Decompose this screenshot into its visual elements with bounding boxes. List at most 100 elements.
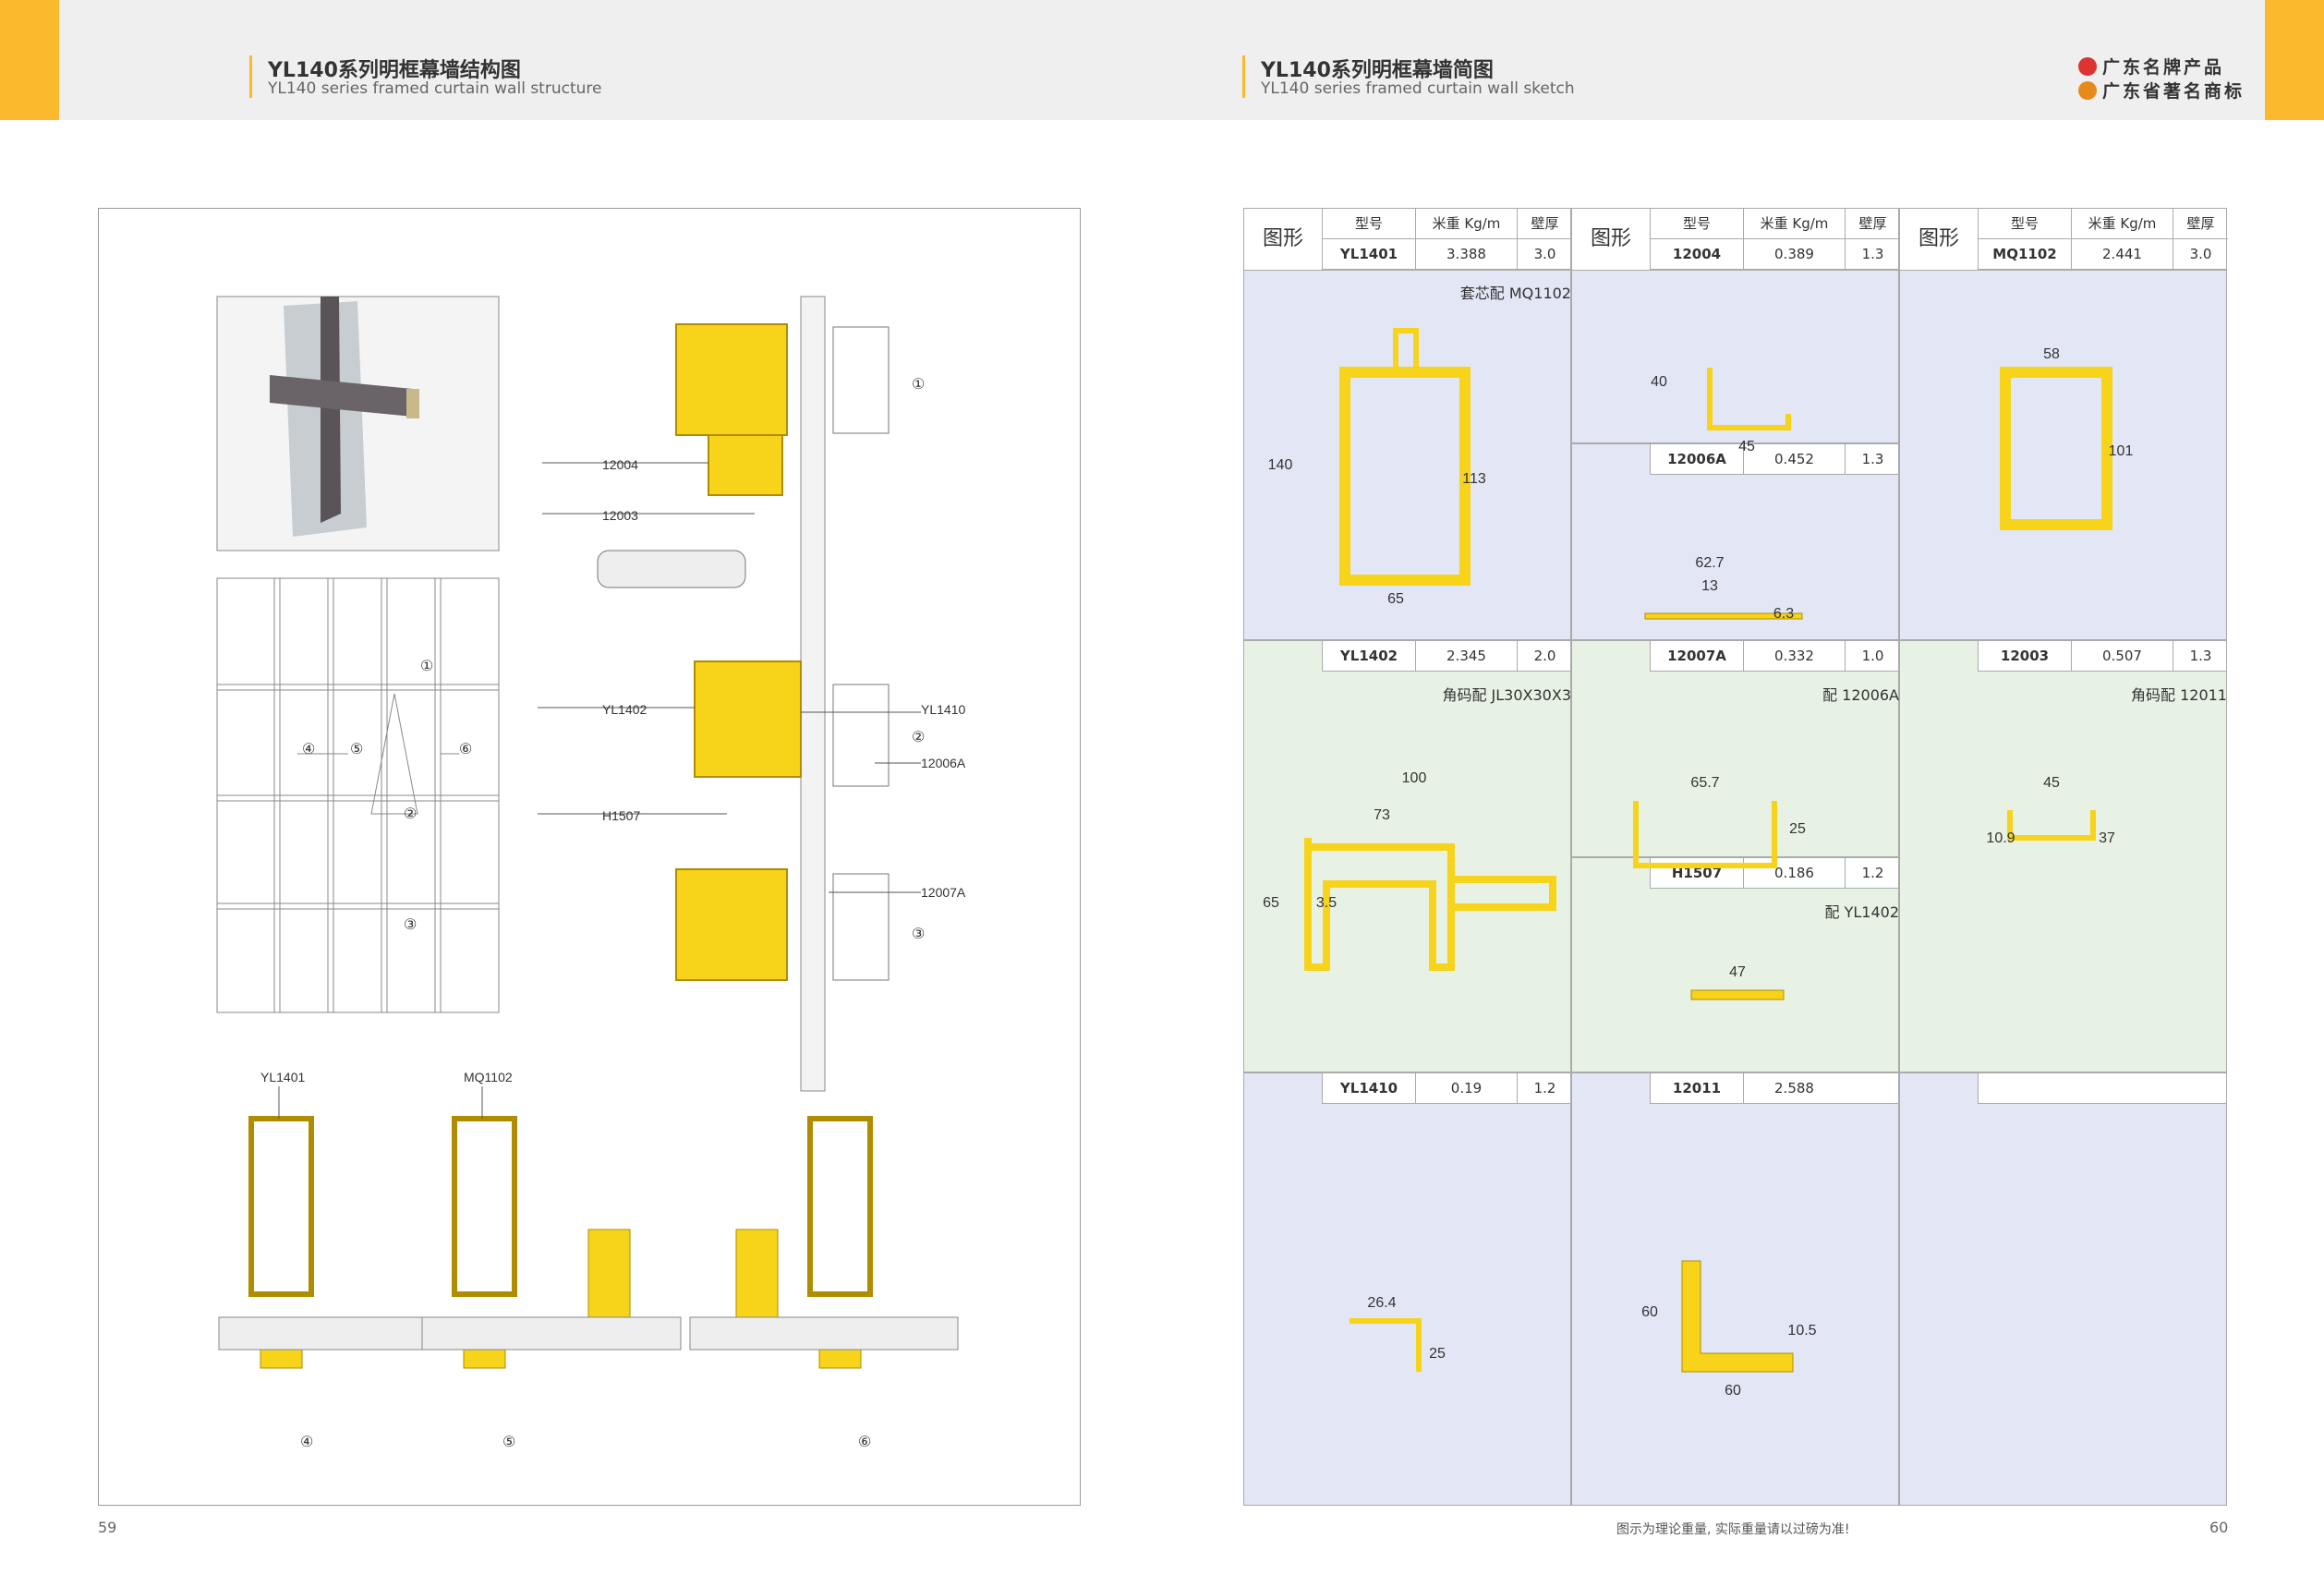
profile-note: 角码配 12011 — [2131, 686, 2227, 704]
figure-header: 图形 — [1244, 209, 1323, 270]
thickness-cell: 3.0 — [1517, 239, 1572, 269]
dimension-label: 37 — [2099, 830, 2115, 846]
figure-header: 图形 — [1900, 209, 1979, 270]
callout-12004: 12004 — [602, 457, 638, 472]
section-mark-4: ④ — [300, 1435, 313, 1450]
profile-spec-row: 12011 2.588 — [1650, 1072, 1899, 1104]
header-labels: 型号 米重 Kg/m 壁厚 — [1323, 209, 1572, 239]
transom-end — [406, 389, 419, 418]
model-cell: 12003 — [2000, 648, 2050, 664]
profile-spec-row: 12004 0.389 1.3 — [1650, 238, 1899, 270]
table-cell — [1899, 1072, 2227, 1506]
dimension-label: 10.9 — [1986, 830, 2015, 846]
model-cell: 12006A — [1667, 451, 1726, 467]
dimension-label: 65 — [1387, 591, 1404, 607]
dimension-label: 58 — [2043, 346, 2060, 362]
section-mark-5: ⑤ — [502, 1435, 515, 1450]
trademark-seal-icon — [2078, 81, 2097, 100]
thickness-cell: 1.3 — [1845, 239, 1900, 269]
model-cell: H1507 — [1671, 865, 1723, 881]
thickness-cell: 1.0 — [1845, 641, 1900, 671]
model-cell: MQ1102 — [1992, 246, 2057, 262]
mullion-render — [321, 297, 341, 523]
profile-spec-row: YL1402 2.345 2.0 — [1322, 640, 1571, 672]
page-number-left: 59 — [98, 1519, 117, 1536]
profile-note: 套芯配 MQ1102 — [1459, 285, 1571, 302]
table-cell — [1243, 208, 1571, 640]
thickness-cell: 2.0 — [1517, 641, 1572, 671]
dimension-label: 3.5 — [1316, 895, 1337, 911]
profile-section-drawing: 65.7 25 — [1633, 775, 1806, 868]
profile-section-drawing: 58 101 — [2000, 346, 2134, 530]
profile-note: 角码配 JL30X30X3 — [1442, 686, 1571, 704]
horizontal-sections — [248, 1116, 873, 1297]
table-cell — [1243, 640, 1571, 1072]
section-mark-2: ② — [912, 730, 925, 745]
profile-note: 配 YL1402 — [1824, 903, 1900, 921]
dimension-label: 100 — [1402, 770, 1427, 786]
section-mark-1: ① — [912, 377, 925, 393]
table-cell — [1899, 208, 2227, 640]
grid-label-5: ⑤ — [350, 742, 363, 757]
model-cell: 12004 — [1672, 246, 1722, 262]
weight-cell: 0.452 — [1743, 444, 1845, 474]
callout-YL1402: YL1402 — [602, 702, 647, 717]
section-mark-6: ⑥ — [858, 1435, 871, 1450]
profile-spec-row: YL1410 0.19 1.2 — [1322, 1072, 1571, 1104]
dimension-label: 45 — [2043, 775, 2060, 791]
profile-spec-row: YL1401 3.388 3.0 — [1322, 238, 1571, 270]
profile-spec-row: 12007A 0.332 1.0 — [1650, 640, 1899, 672]
weight-cell: 0.389 — [1743, 239, 1845, 269]
weight-cell: 2.345 — [1415, 641, 1517, 671]
title-bar-left — [249, 55, 252, 98]
profile-section-drawing: 26.425 — [1350, 1295, 1446, 1372]
dimension-label: 65.7 — [1690, 775, 1719, 791]
profile-section-drawing: 40 45 — [1651, 368, 1791, 454]
callout-12007A: 12007A — [921, 885, 966, 900]
title-bar-right — [1242, 55, 1245, 98]
callout-H1507: H1507 — [602, 808, 640, 823]
transom-render — [270, 375, 413, 417]
weight-footnote: 图示为理论重量, 实际重量请以过磅为准! — [1616, 1522, 1850, 1537]
profile-spec-row: 12006A 0.452 1.3 — [1650, 443, 1899, 475]
table-cell — [1571, 640, 1899, 857]
grid-label-6: ⑥ — [459, 742, 472, 757]
header-labels: 型号 米重 Kg/m 壁厚 — [1979, 209, 2228, 239]
page-header: YL140系列明框幕墙结构图 YL140 series framed curta… — [0, 0, 2324, 120]
grid-label-4: ④ — [302, 742, 315, 757]
brand-badge-2: 广东省著名商标 — [2078, 78, 2245, 103]
weight-cell: 3.388 — [1415, 239, 1517, 269]
model-cell: YL1401 — [1339, 246, 1398, 262]
brand-badge-1: 广东名牌产品 — [2078, 54, 2224, 79]
weight-cell: 2.441 — [2071, 239, 2173, 269]
dimension-label: 140 — [1268, 457, 1293, 473]
header-labels: 型号 米重 Kg/m 壁厚 — [1651, 209, 1900, 239]
weight-cell: 2.588 — [1743, 1073, 1845, 1103]
weight-cell: 0.186 — [1743, 858, 1845, 888]
profile-spec-row: 12003 0.507 1.3 — [1978, 640, 2227, 672]
right-title: YL140系列明框幕墙简图 — [1261, 59, 1494, 82]
dimension-label: 10.5 — [1787, 1323, 1816, 1339]
dimension-label: 13 — [1701, 578, 1718, 594]
dimension-label: 101 — [2109, 443, 2134, 459]
callout-YL1410: YL1410 — [921, 702, 965, 717]
elevation-grid — [216, 577, 500, 1013]
model-cell: YL1402 — [1339, 648, 1398, 664]
callout-YL1401: YL1401 — [260, 1070, 305, 1084]
table-cell — [1899, 640, 2227, 1072]
structure-drawing: ① ④ ⑤ ⑥ ② ③ — [216, 296, 966, 1450]
dimension-label: 45 — [1738, 439, 1755, 454]
weight-cell: 0.332 — [1743, 641, 1845, 671]
model-cell: YL1410 — [1339, 1080, 1398, 1096]
dimension-label: 40 — [1651, 374, 1667, 390]
dimension-label: 25 — [1789, 821, 1806, 837]
model-cell: 12011 — [1672, 1080, 1722, 1096]
grid-label-2: ② — [404, 806, 417, 822]
profile-note: 配 12006A — [1822, 686, 1899, 704]
grid-label-1: ① — [420, 659, 433, 674]
dimension-label: 73 — [1374, 807, 1390, 823]
dimension-label: 113 — [1462, 471, 1486, 487]
